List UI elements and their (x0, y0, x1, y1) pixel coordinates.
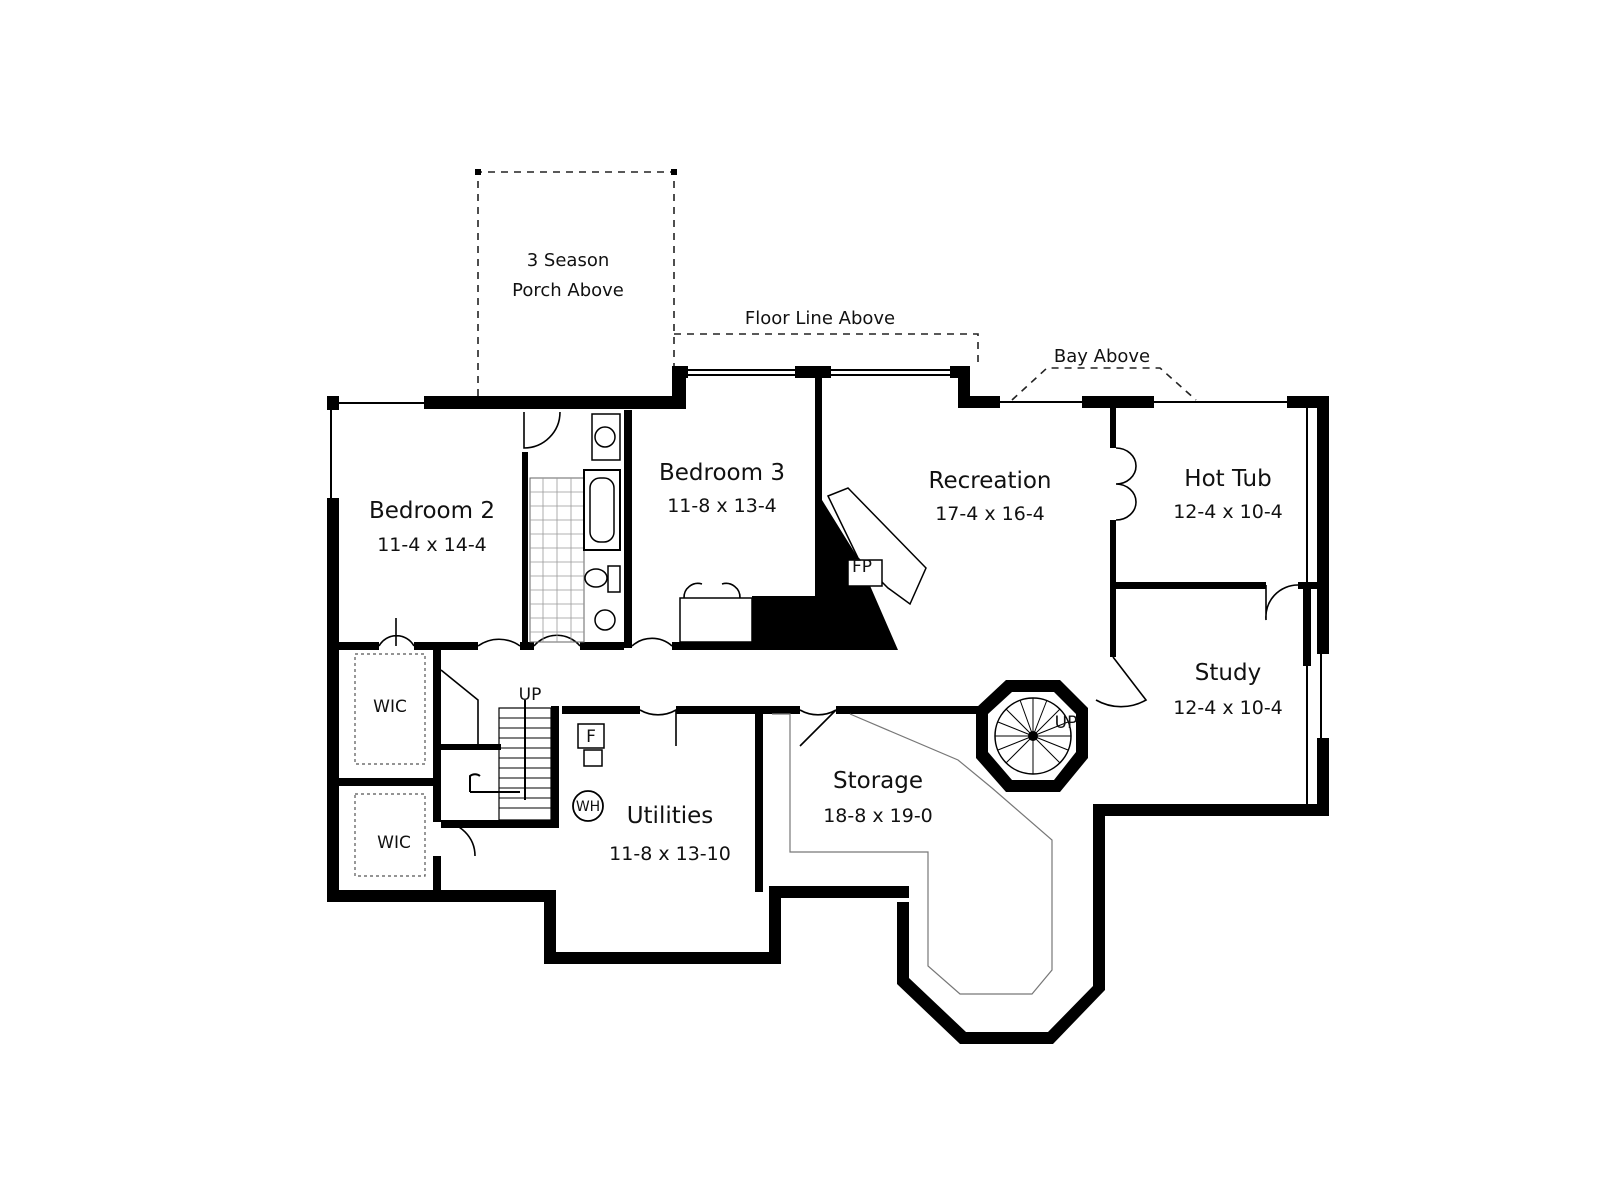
wic-upper-label: WIC (373, 697, 407, 717)
bedroom3-closet (679, 582, 753, 643)
interior-walls (339, 376, 1317, 892)
furnace (577, 723, 605, 767)
bedroom2-name: Bedroom 2 (369, 498, 495, 524)
fireplace-hearth (826, 487, 927, 606)
hottub-name: Hot Tub (1184, 466, 1271, 492)
stairs-up-label: UP (519, 685, 542, 705)
storage-shelf-outline (772, 713, 1053, 995)
hottub-dims: 12-4 x 10-4 (1173, 501, 1283, 523)
doors (378, 411, 1299, 857)
bedroom3-name: Bedroom 3 (659, 460, 785, 486)
water-heater (572, 790, 604, 822)
bay-outline (1011, 367, 1197, 401)
water-heater-label: WH (576, 799, 600, 815)
recreation-dims: 17-4 x 16-4 (935, 503, 1045, 525)
bathroom-fixtures (529, 413, 621, 643)
sink-lower (594, 609, 616, 631)
recreation-name: Recreation (929, 468, 1052, 494)
porch-outline (475, 169, 677, 396)
storage-name: Storage (833, 768, 923, 794)
spiral-up-label: UP (1055, 713, 1078, 733)
straight-stairs (469, 700, 552, 821)
utilities-name: Utilities (627, 803, 714, 829)
bedroom2-dims: 11-4 x 14-4 (377, 534, 487, 556)
sink-upper (594, 426, 616, 448)
floor-line-outline (674, 333, 979, 368)
utilities-dims: 11-8 x 13-10 (609, 843, 731, 865)
toilet (584, 568, 608, 588)
wic-lower-shelf (354, 793, 426, 877)
bedroom3-dims: 11-8 x 13-4 (667, 495, 777, 517)
floor-line-note: Floor Line Above (745, 308, 895, 329)
bay-note: Bay Above (1054, 346, 1150, 367)
study-name: Study (1195, 660, 1261, 686)
storage-dims: 18-8 x 19-0 (823, 805, 933, 827)
spiral-stairs (994, 697, 1072, 775)
porch-note-line2: Porch Above (512, 280, 624, 301)
wic-lower-label: WIC (377, 833, 411, 853)
fireplace-label: FP (852, 557, 872, 577)
study-dims: 12-4 x 10-4 (1173, 697, 1283, 719)
furnace-label: F (586, 727, 596, 747)
exterior-walls (327, 366, 1329, 1044)
porch-note-line1: 3 Season (527, 250, 610, 271)
